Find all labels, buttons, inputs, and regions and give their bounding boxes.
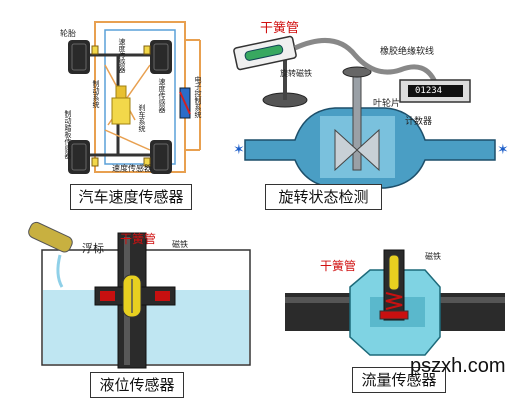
car-speed-panel: 轮胎 速度传感器 速度传感器 速度传感器 制动系统 刹车系统 制动踏板传感器 电… [0,0,260,215]
wheel-rear-right [150,140,172,174]
label-wheel: 轮胎 [60,29,76,38]
label-brake-system-left: 制动系统 [92,80,100,108]
label-abs-sensor: 制动踏板传感器 [64,110,72,159]
label-speed-sensor-bottom: 速度传感器 [112,164,152,173]
reed-switch-box [233,35,297,71]
counter-readout: 01234 [415,86,443,96]
liquid-diagram [28,221,251,369]
label-ecu: 电子控制系统 [194,76,202,118]
label-magnet-rotation: 旋转磁铁 [280,69,312,78]
rotation-diagram: ✶ ✶ [233,35,509,189]
flow-panel: 干簧管 磁铁 流量传感器 pszxh.com [260,215,520,406]
label-speed-sensor-top: 速度传感器 [118,38,126,73]
caption-flow: 流量传感器 [352,367,446,393]
label-reed-flow: 干簧管 [320,259,357,273]
label-brake-system-mid: 刹车系统 [138,104,146,132]
label-speed-sensor-right: 速度传感器 [158,78,166,113]
liquid-panel: 浮标 干簧管 磁铁 液位传感器 [0,215,260,406]
caption-liquid: 液位传感器 [90,372,184,398]
rotation-panel: ✶ ✶ 干簧管 橡胶绝缘软线 旋转磁铁 叶轮片 计数器 01234 旋转状态检测 [225,0,520,215]
label-reed-rotation: 干簧管 [260,21,300,36]
watermark: pszxh.com [410,355,506,377]
svg-text:✶: ✶ [497,142,509,158]
label-counter: 计数器 [405,117,433,127]
label-magnet-flow: 磁铁 [425,252,441,261]
label-impeller: 叶轮片 [373,99,401,109]
label-magnet-liquid: 磁铁 [172,240,188,249]
wheel-front-left [68,40,90,74]
flow-diagram [285,249,505,356]
wheel-front-right [150,40,172,74]
wheel-rear-left [68,140,90,174]
label-float: 浮标 [82,242,104,255]
counter-device [399,79,471,103]
caption-rotation: 旋转状态检测 [265,184,382,210]
caption-car-speed: 汽车速度传感器 [70,184,192,210]
label-reed-liquid: 干簧管 [120,232,157,246]
car-chassis-diagram [68,21,201,174]
svg-text:✶: ✶ [233,142,245,158]
label-cable: 橡胶绝缘软线 [380,47,435,57]
ecu-module [179,87,191,119]
